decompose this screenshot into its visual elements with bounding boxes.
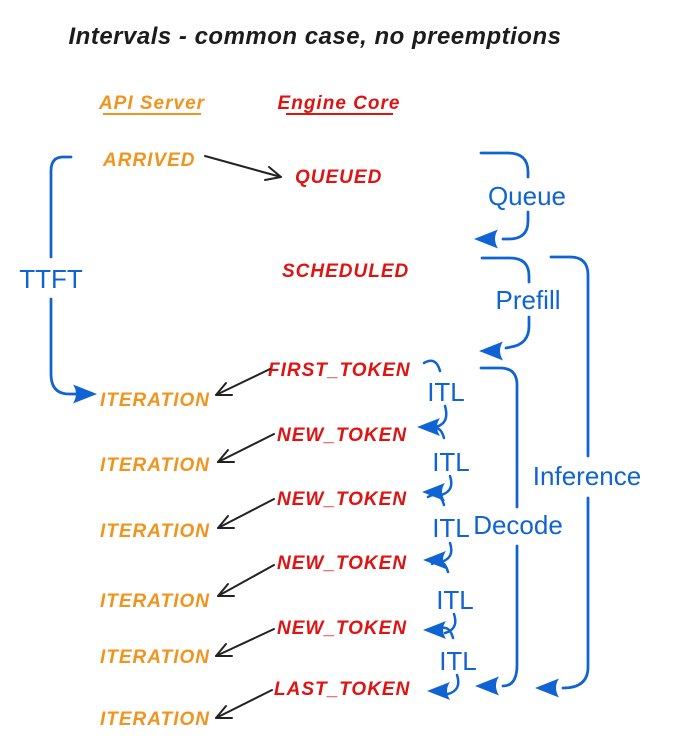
itl-label-4: ITL bbox=[436, 585, 474, 615]
event-iteration-2: ITERATION bbox=[100, 455, 210, 476]
event-arrived: ARRIVED bbox=[102, 150, 196, 171]
event-iteration-3: ITERATION bbox=[100, 521, 210, 542]
engine-core-events: QUEUED SCHEDULED FIRST_TOKEN NEW_TOKEN N… bbox=[268, 167, 411, 700]
inference-label: Inference bbox=[533, 461, 641, 491]
arrow-arrived-to-queued bbox=[204, 155, 282, 181]
arrow-head-icon bbox=[215, 643, 233, 657]
engine-core-header: Engine Core bbox=[278, 93, 401, 114]
itl-label-2: ITL bbox=[432, 447, 470, 477]
itl-bracket-4: ITL bbox=[423, 560, 474, 639]
itl-bracket-3: ITL bbox=[423, 493, 470, 569]
event-queued: QUEUED bbox=[295, 167, 382, 188]
arrow-head-icon bbox=[217, 583, 235, 597]
inference-bracket: Inference bbox=[533, 255, 641, 698]
arrow-last-token-to-iteration-6 bbox=[215, 689, 273, 719]
arrow-head-icon bbox=[217, 449, 235, 463]
event-iteration-6: ITERATION bbox=[100, 709, 210, 730]
api-server-events: ARRIVED ITERATION ITERATION ITERATION IT… bbox=[100, 150, 210, 730]
queue-bracket: Queue bbox=[474, 151, 566, 249]
event-new-token-2: NEW_TOKEN bbox=[277, 489, 407, 510]
event-iteration-1: ITERATION bbox=[100, 390, 210, 411]
column-headers: API Server Engine Core bbox=[98, 93, 401, 115]
ttft-bracket: TTFT bbox=[19, 155, 97, 404]
inference-arrow-icon bbox=[535, 678, 559, 698]
arrow-new-token-4-to-iteration-5 bbox=[215, 628, 275, 657]
decode-bracket: Decode bbox=[473, 366, 563, 696]
event-scheduled: SCHEDULED bbox=[282, 261, 409, 282]
decode-label: Decode bbox=[473, 510, 563, 540]
itl-arrow-icon bbox=[423, 551, 446, 569]
event-last-token: LAST_TOKEN bbox=[274, 679, 411, 700]
decode-arrow-icon bbox=[475, 676, 499, 696]
arrow-first-token-to-iteration-1 bbox=[215, 368, 271, 396]
arrow-head-icon bbox=[215, 382, 233, 396]
prefill-bracket: Prefill bbox=[479, 256, 561, 361]
queue-label: Queue bbox=[488, 181, 566, 211]
event-new-token-4: NEW_TOKEN bbox=[277, 618, 407, 639]
event-arrows bbox=[204, 155, 282, 719]
itl-arrow-icon bbox=[427, 682, 450, 700]
itl-arrow-icon bbox=[417, 418, 440, 436]
arrow-head-icon bbox=[264, 166, 282, 181]
event-iteration-4: ITERATION bbox=[100, 591, 210, 612]
itl-bracket-1: ITL bbox=[417, 359, 465, 436]
event-iteration-5: ITERATION bbox=[100, 647, 210, 668]
itl-label-5: ITL bbox=[439, 646, 477, 676]
arrow-new-token-1-to-iteration-2 bbox=[217, 433, 275, 463]
api-server-header: API Server bbox=[98, 93, 206, 114]
arrow-head-icon bbox=[215, 705, 233, 719]
ttft-label: TTFT bbox=[19, 264, 83, 294]
prefill-arrow-icon bbox=[479, 341, 503, 361]
itl-label-3: ITL bbox=[432, 513, 470, 543]
ttft-arrow-icon bbox=[73, 384, 97, 404]
itl-arrow-icon bbox=[423, 621, 446, 639]
event-new-token-3: NEW_TOKEN bbox=[277, 553, 407, 574]
itl-bracket-5: ITL bbox=[427, 626, 477, 700]
itl-bracket-2: ITL bbox=[422, 426, 470, 501]
arrow-head-icon bbox=[217, 515, 235, 529]
diagram-title: Intervals - common case, no preemptions bbox=[69, 23, 562, 50]
event-first-token: FIRST_TOKEN bbox=[268, 360, 411, 381]
prefill-label: Prefill bbox=[495, 285, 560, 315]
arrow-new-token-3-to-iteration-4 bbox=[217, 564, 275, 597]
itl-label-1: ITL bbox=[427, 377, 465, 407]
event-new-token-1: NEW_TOKEN bbox=[277, 425, 407, 446]
queue-arrow-icon bbox=[474, 229, 498, 249]
arrow-new-token-2-to-iteration-3 bbox=[217, 498, 275, 529]
